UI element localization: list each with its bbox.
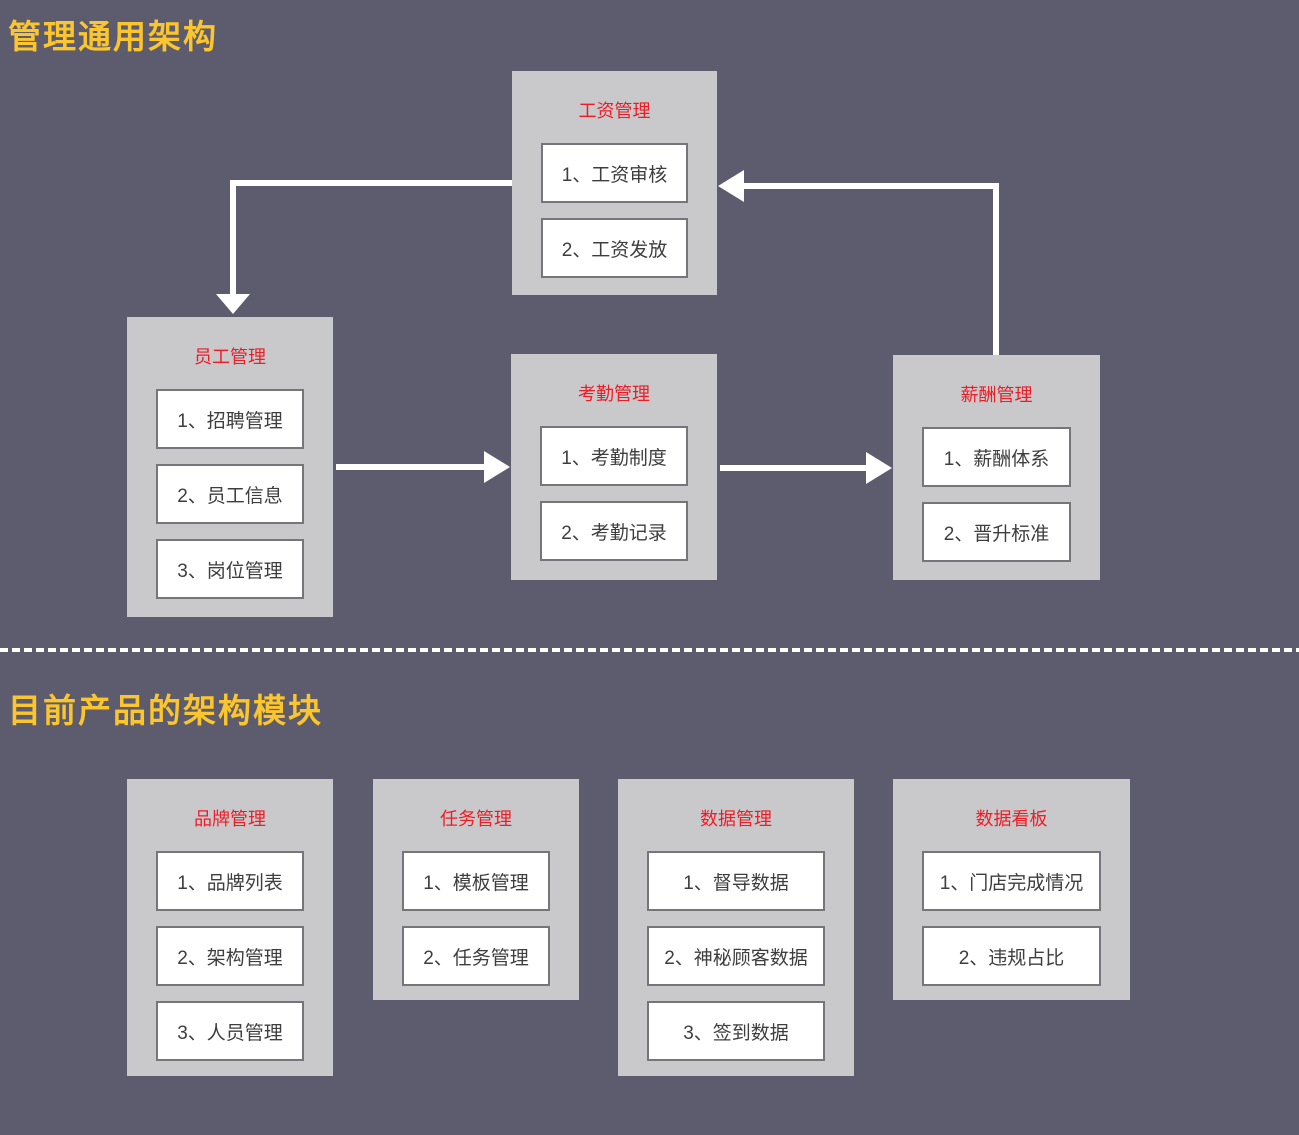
module-compensation-item: 2、晋升标准 — [922, 502, 1071, 562]
module-salary-title: 工资管理 — [578, 101, 651, 121]
module-salary-item: 1、工资审核 — [541, 143, 688, 203]
module-brand-item: 2、架构管理 — [156, 926, 304, 986]
module-salary-item: 2、工资发放 — [541, 218, 688, 278]
arrow-left-icon — [718, 170, 744, 202]
section1-title: 管理通用架构 — [8, 18, 218, 55]
module-task: 任务管理 1、模板管理 2、任务管理 — [373, 779, 579, 1000]
module-data-title: 数据管理 — [700, 809, 772, 829]
module-employee-item: 3、岗位管理 — [156, 539, 304, 599]
module-data-item: 3、签到数据 — [647, 1001, 825, 1061]
module-dashboard-title: 数据看板 — [975, 809, 1048, 829]
module-task-item: 1、模板管理 — [402, 851, 550, 911]
module-task-item: 2、任务管理 — [402, 926, 550, 986]
module-brand: 品牌管理 1、品牌列表 2、架构管理 3、人员管理 — [127, 779, 333, 1076]
module-dashboard-item: 2、违规占比 — [922, 926, 1101, 986]
module-employee-item: 2、员工信息 — [156, 464, 304, 524]
dashed-divider-line — [0, 648, 1299, 652]
module-compensation-item: 1、薪酬体系 — [922, 427, 1071, 487]
arrow-employee-to-attendance-line — [336, 464, 486, 470]
module-brand-item: 3、人员管理 — [156, 1001, 304, 1061]
arrow-compensation-to-salary-line — [993, 183, 999, 355]
module-data-item: 2、神秘顾客数据 — [647, 926, 825, 986]
module-dashboard-item: 1、门店完成情况 — [922, 851, 1101, 911]
module-compensation: 薪酬管理 1、薪酬体系 2、晋升标准 — [893, 355, 1100, 580]
arrow-compensation-to-salary-line — [744, 183, 999, 189]
module-brand-title: 品牌管理 — [194, 809, 266, 829]
arrow-salary-to-employee-line — [230, 180, 512, 186]
module-brand-item: 1、品牌列表 — [156, 851, 304, 911]
module-data-item: 1、督导数据 — [647, 851, 825, 911]
module-attendance-item: 2、考勤记录 — [540, 501, 688, 561]
module-attendance-title: 考勤管理 — [578, 384, 650, 404]
arrow-right-icon — [866, 452, 892, 484]
arrow-right-icon — [484, 451, 510, 483]
arrow-salary-to-employee-line — [230, 180, 236, 294]
module-dashboard: 数据看板 1、门店完成情况 2、违规占比 — [893, 779, 1130, 1000]
section2-title: 目前产品的架构模块 — [8, 692, 323, 729]
module-compensation-title: 薪酬管理 — [960, 385, 1033, 405]
module-salary: 工资管理 1、工资审核 2、工资发放 — [512, 71, 717, 295]
module-data: 数据管理 1、督导数据 2、神秘顾客数据 3、签到数据 — [618, 779, 854, 1076]
module-attendance: 考勤管理 1、考勤制度 2、考勤记录 — [511, 354, 717, 580]
arrow-down-icon — [216, 294, 250, 314]
arrow-attendance-to-compensation-line — [720, 465, 868, 471]
module-employee-title: 员工管理 — [194, 347, 266, 367]
module-employee-item: 1、招聘管理 — [156, 389, 304, 449]
module-employee: 员工管理 1、招聘管理 2、员工信息 3、岗位管理 — [127, 317, 333, 617]
module-attendance-item: 1、考勤制度 — [540, 426, 688, 486]
module-task-title: 任务管理 — [440, 809, 512, 829]
